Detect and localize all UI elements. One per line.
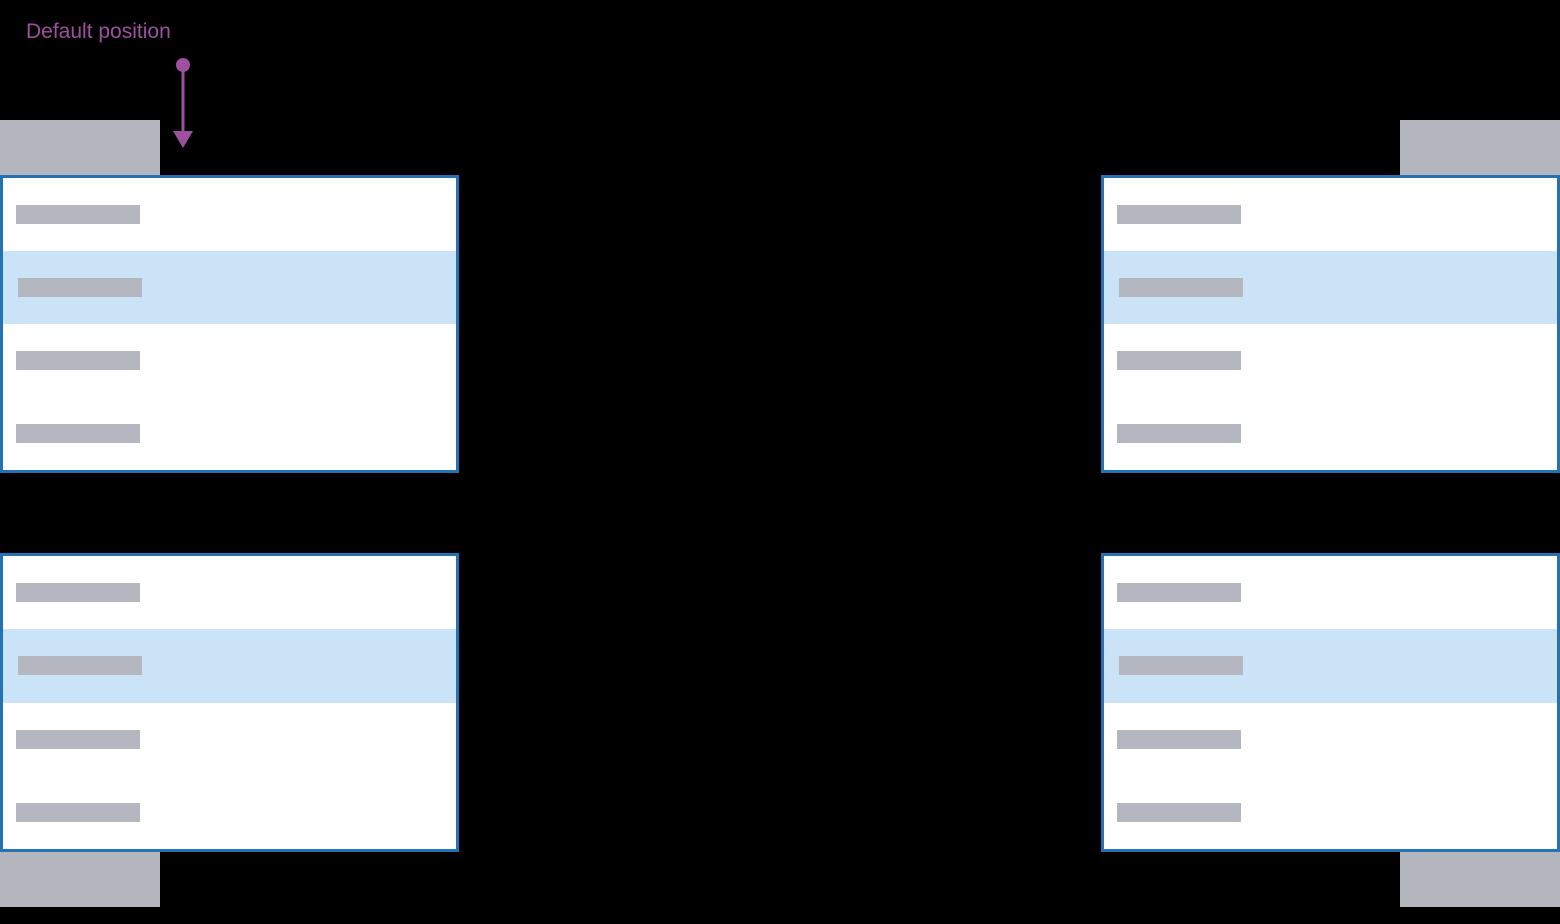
menu-item-selected[interactable] [3,251,456,324]
menu-item-placeholder [1117,583,1241,603]
dropdown-menu-panel [0,175,459,473]
menu-item-placeholder [18,278,142,297]
arrow-down-icon [173,58,193,148]
menu-item[interactable] [1104,776,1557,849]
menu-item-placeholder [16,802,140,822]
dropdown-trigger[interactable] [1400,120,1560,175]
menu-item[interactable] [3,556,456,629]
dropdown-menu-panel [1101,175,1560,473]
menu-item-selected[interactable] [3,629,456,703]
menu-item-placeholder [1117,205,1241,224]
menu-item[interactable] [3,776,456,849]
menu-item-placeholder [1117,802,1241,822]
menu-item[interactable] [1104,556,1557,629]
menu-item-placeholder [1117,351,1241,370]
menu-item-placeholder [1117,729,1241,749]
menu-item-selected[interactable] [1104,629,1557,703]
menu-item[interactable] [3,324,456,397]
dropdown-trigger[interactable] [0,120,160,175]
menu-item-placeholder [1119,656,1243,676]
dropdown-menu-panel [0,553,459,852]
menu-item-placeholder [16,205,140,224]
dropdown-trigger[interactable] [0,852,160,907]
annotation-default-position: Default position [26,20,171,43]
menu-item[interactable] [3,178,456,251]
dropdown-menu-panel [1101,553,1560,852]
menu-item-placeholder [1117,424,1241,443]
menu-item-placeholder [16,424,140,443]
menu-item-selected[interactable] [1104,251,1557,324]
dropdown-trigger[interactable] [1400,852,1560,907]
menu-item[interactable] [1104,397,1557,470]
menu-item-placeholder [18,656,142,676]
menu-item[interactable] [3,397,456,470]
menu-item-placeholder [1119,278,1243,297]
menu-item[interactable] [1104,324,1557,397]
menu-item[interactable] [1104,703,1557,776]
menu-item-placeholder [16,351,140,370]
menu-item-placeholder [16,583,140,603]
menu-item-placeholder [16,729,140,749]
menu-item[interactable] [1104,178,1557,251]
menu-item[interactable] [3,703,456,776]
